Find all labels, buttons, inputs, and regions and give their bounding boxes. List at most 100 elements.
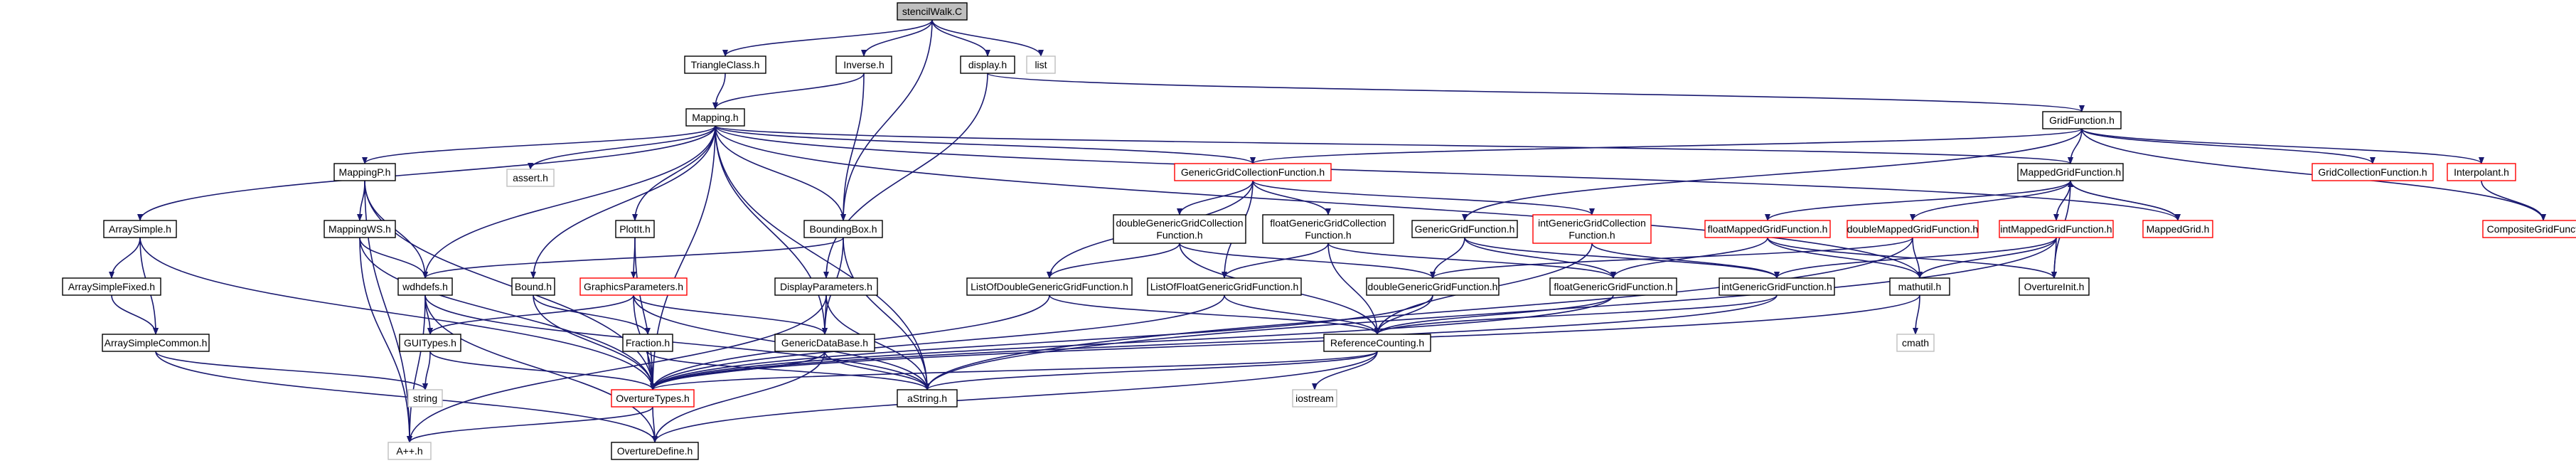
node-Fraction[interactable]: Fraction.h: [622, 334, 673, 352]
edge-Mapping-to-Plot: [632, 125, 716, 221]
node-ReferenceCounting[interactable]: ReferenceCounting.h: [1323, 334, 1431, 352]
node-aString[interactable]: aString.h: [897, 389, 958, 408]
node-GridFunction[interactable]: GridFunction.h: [2042, 111, 2122, 129]
node-GraphicsParameters[interactable]: GraphicsParameters.h: [579, 277, 688, 296]
node-Mapping[interactable]: Mapping.h: [685, 108, 745, 127]
node-box: [399, 334, 461, 352]
edge-arrow: [407, 294, 426, 443]
edge-doubleGenericGridFunction-to-OvertureTypes: [650, 294, 1433, 390]
edge-arrow: [924, 237, 1913, 390]
edge-arrow: [2081, 128, 2375, 164]
node-TriangleClass[interactable]: TriangleClass.h: [684, 55, 766, 74]
edge-arrow: [650, 294, 1778, 390]
node-intMappedGridFunction[interactable]: intMappedGridFunction.h: [1999, 220, 2114, 238]
node-box: [1026, 55, 1056, 74]
node-MappedGrid[interactable]: MappedGrid.h: [2142, 220, 2213, 238]
node-mathutil[interactable]: mathutil.h: [1889, 277, 1950, 296]
node-label: BoundingBox.h: [810, 223, 877, 235]
node-BoundingBox[interactable]: BoundingBox.h: [803, 220, 883, 238]
edge-arrow: [861, 19, 933, 57]
edge-arrow: [1312, 351, 1378, 390]
node-stencilWalk[interactable]: stencilWalk.C: [897, 2, 968, 21]
edge-MappingWS-to-App: [359, 237, 412, 443]
node-OvertureInit[interactable]: OvertureInit.h: [2019, 277, 2090, 296]
edge-wdhdefs-to-OvertureDefine: [424, 294, 658, 443]
edge-arrow: [155, 351, 428, 390]
edge-intMappedGridFunction-to-OvertureInit: [2051, 237, 2058, 279]
node-GenericDataBase[interactable]: GenericDataBase.h: [774, 334, 875, 352]
node-GenericGridCollection[interactable]: GenericGridCollectionFunction.h: [1174, 163, 1332, 181]
node-ArraySimpleCommon[interactable]: ArraySimpleCommon.h: [102, 334, 210, 352]
node-doubleGenericGridFunction[interactable]: doubleGenericGridFunction.h: [1366, 277, 1500, 296]
edge-arrow: [533, 294, 651, 335]
node-box: [511, 277, 555, 296]
edge-arrow: [1047, 243, 1180, 279]
node-ArraySimpleFixed[interactable]: ArraySimpleFixed.h: [62, 277, 161, 296]
node-ListOfDoubleGenericGridFunction[interactable]: ListOfDoubleGenericGridFunction.h: [966, 277, 1133, 296]
edge-arrow: [1252, 180, 1331, 215]
edge-ListOfFloatGenericGridFunction-to-OvertureTypes: [650, 294, 1225, 390]
node-DisplayParameters[interactable]: DisplayParameters.h: [774, 277, 878, 296]
edge-ArraySimpleCommon-to-string: [155, 351, 428, 390]
edge-floatMappedGridFunction-to-mathutil: [1767, 237, 1923, 279]
node-label: Function.h: [1568, 230, 1615, 241]
node-GUITypes[interactable]: GUITypes.h: [399, 334, 461, 352]
edge-arrow: [1774, 237, 2057, 279]
node-MappedGridFunction[interactable]: MappedGridFunction.h: [2017, 163, 2124, 181]
edge-arrow: [359, 237, 412, 443]
edge-Mapping-to-MappingP: [362, 125, 716, 164]
node-MappingP[interactable]: MappingP.h: [333, 163, 396, 181]
node-box: [1896, 334, 1935, 352]
edge-arrow: [422, 125, 716, 279]
node-OvertureTypes[interactable]: OvertureTypes.h: [611, 389, 695, 408]
edge-GenericGridCollection-to-floatGenericGridCollection: [1252, 180, 1331, 215]
node-doubleMappedGridFunction[interactable]: doubleMappedGridFunction.h: [1847, 220, 1979, 238]
node-GenericGridFunction[interactable]: GenericGridFunction.h: [1411, 220, 1518, 238]
node-Bound[interactable]: Bound.h: [511, 277, 555, 296]
node-label: MappingP.h: [339, 166, 391, 178]
node-floatGenericGridFunction[interactable]: floatGenericGridFunction.h: [1549, 277, 1677, 296]
node-box: [684, 55, 766, 74]
edge-Plot-to-OvertureTypes: [634, 237, 656, 390]
edge-arrow: [924, 237, 2057, 390]
node-Inverse[interactable]: Inverse.h: [835, 55, 892, 74]
node-intGenericGridFunction[interactable]: intGenericGridFunction.h: [1719, 277, 1835, 296]
edge-floatGenericGridFunction-to-OvertureTypes: [650, 294, 1614, 390]
node-display[interactable]: display.h: [960, 55, 1015, 74]
node-ArraySimple[interactable]: ArraySimple.h: [103, 220, 177, 238]
node-CompositeGridFunction[interactable]: CompositeGridFunction.h: [2482, 220, 2576, 238]
edge-doubleMappedGridFunction-to-doubleGenericGridFunction: [1430, 237, 1913, 279]
node-floatMappedGridFunction[interactable]: floatMappedGridFunction.h: [1704, 220, 1831, 238]
edge-Bound-to-Fraction: [533, 294, 651, 335]
edge-arrow: [530, 125, 716, 279]
node-wdhdefs[interactable]: wdhdefs.h: [397, 277, 453, 296]
node-GridCollectionFunction[interactable]: GridCollectionFunction.h: [2312, 163, 2434, 181]
edge-arrow: [1610, 237, 1768, 279]
node-OvertureDefine[interactable]: OvertureDefine.h: [611, 442, 699, 460]
node-Interpolant[interactable]: Interpolant.h: [2447, 163, 2516, 181]
node-ListOfFloatGenericGridFunction[interactable]: ListOfFloatGenericGridFunction.h: [1147, 277, 1302, 296]
node-MappingWS[interactable]: MappingWS.h: [324, 220, 396, 238]
edge-arrow: [427, 294, 634, 335]
edge-arrow: [1222, 243, 1329, 279]
edge-arrow: [715, 125, 846, 221]
edge-Interpolant-to-CompositeGridFunction: [2481, 180, 2546, 221]
node-label: MappedGridFunction.h: [2020, 166, 2121, 178]
node-box: [774, 334, 875, 352]
node-App: A++.h: [388, 442, 432, 460]
node-Plot[interactable]: PlotIt.h: [615, 220, 655, 238]
edge-arrow: [1374, 294, 1778, 335]
edge-arrow: [1910, 180, 2071, 221]
node-box: [803, 220, 883, 238]
edge-arrow: [139, 237, 656, 390]
node-box: [611, 389, 695, 408]
edge-arrow: [715, 125, 1256, 164]
edge-Mapping-to-mathutil: [715, 125, 1923, 279]
node-label: TriangleClass.h: [691, 59, 760, 70]
edge-BoundingBox-to-wdhdefs: [422, 237, 844, 279]
node-box: [966, 277, 1133, 296]
node-label: floatGenericGridCollection: [1270, 218, 1386, 229]
